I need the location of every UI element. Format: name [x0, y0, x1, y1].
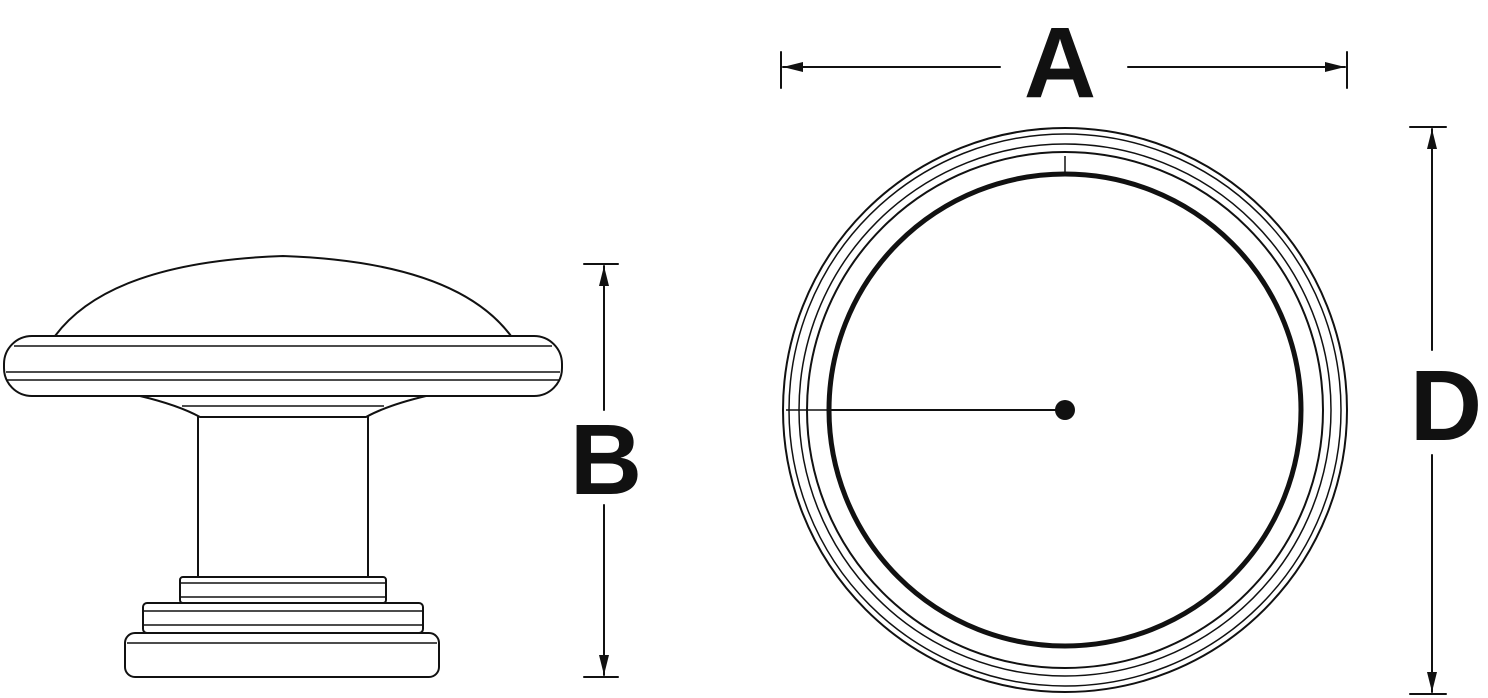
knob-base-step-2 — [142, 602, 424, 634]
dimension-d-label: D — [1410, 350, 1482, 462]
dimension-a-label: A — [1024, 7, 1096, 119]
knob-rim — [3, 335, 563, 397]
dimension-b-label: B — [570, 404, 642, 516]
dimension-b: B — [570, 263, 642, 678]
knob-underside — [139, 395, 427, 418]
top-view-outer-ring — [782, 127, 1348, 693]
dimension-a: A — [780, 7, 1348, 119]
knob-side-view — [3, 255, 563, 678]
knob-dome — [54, 255, 512, 337]
dimension-d: D — [1409, 126, 1482, 695]
knob-base-foot — [124, 632, 440, 678]
knob-top-view — [782, 127, 1348, 693]
top-view-center-point — [1055, 400, 1075, 420]
knob-base-step-1 — [179, 576, 387, 604]
